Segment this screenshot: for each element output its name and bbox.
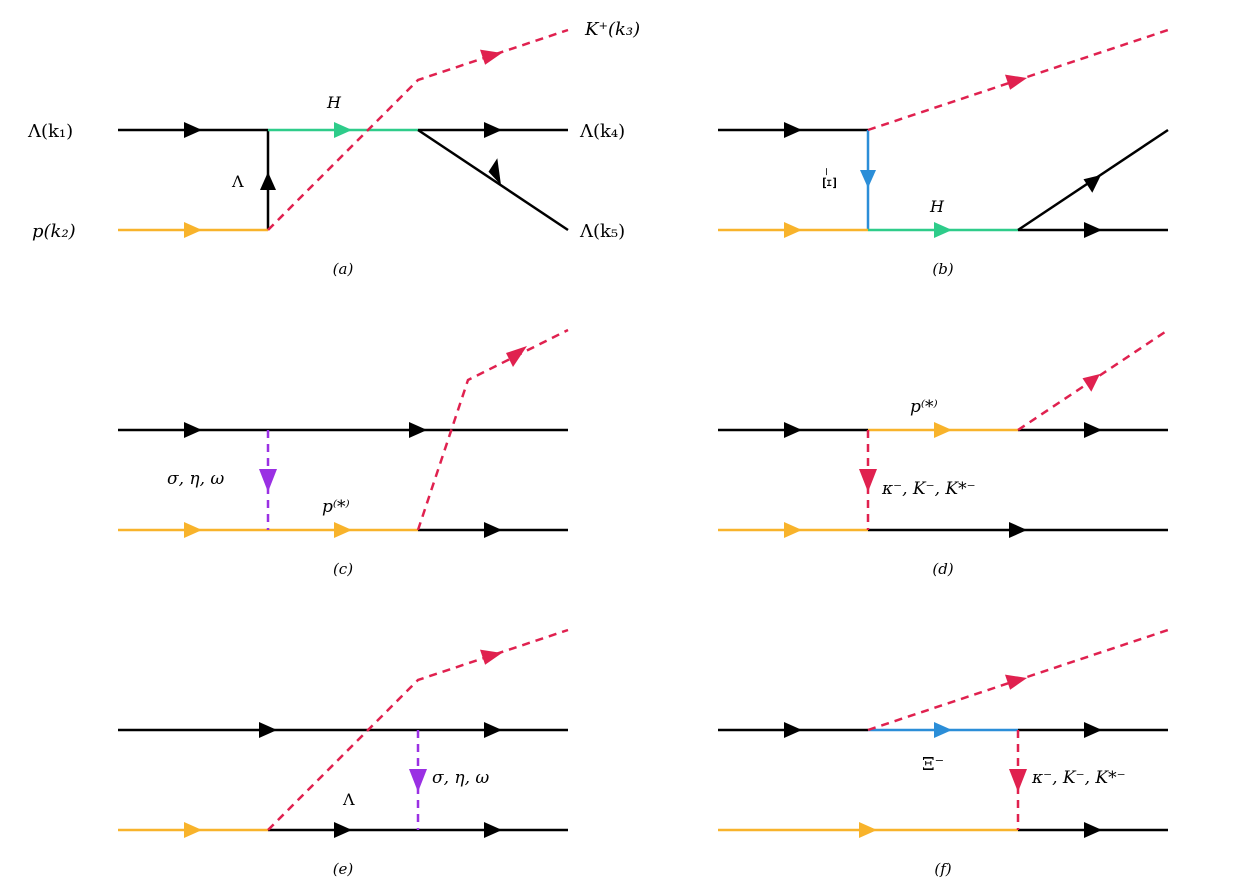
panel-tag: (f) bbox=[934, 860, 951, 878]
label-internal-h: H bbox=[326, 93, 342, 112]
panel-a: Λ(k₁) p(k₂) K⁺(k₃) Λ(k₄) Λ(k₅) H Λ (a) bbox=[27, 19, 640, 278]
kaon-line bbox=[416, 328, 569, 531]
arrow-icon bbox=[488, 158, 501, 185]
label-proton-in: p(k₂) bbox=[32, 221, 76, 242]
arrow-icon bbox=[259, 469, 277, 492]
arrow-icon bbox=[784, 522, 802, 538]
arrow-icon bbox=[1084, 422, 1102, 438]
arrow-icon bbox=[1084, 722, 1102, 738]
arrow-icon bbox=[784, 122, 802, 138]
arrow-icon bbox=[484, 722, 502, 738]
arrow-icon bbox=[334, 822, 352, 838]
arrow-icon bbox=[860, 170, 876, 188]
arrow-icon bbox=[184, 222, 202, 238]
panel-d: p⁽*⁾ κ⁻, K⁻, K*⁻ (d) bbox=[718, 328, 1169, 578]
arrow-icon bbox=[1084, 822, 1102, 838]
arrow-icon bbox=[184, 822, 202, 838]
label-exchange: σ, η, ω bbox=[432, 768, 489, 788]
kaon-line bbox=[267, 628, 569, 831]
panel-tag: (e) bbox=[333, 860, 354, 878]
label-internal: p⁽*⁾ bbox=[910, 397, 938, 417]
panel-e: σ, η, ω Λ (e) bbox=[118, 628, 569, 878]
label-internal: Ξ⁻ bbox=[922, 754, 944, 775]
arrow-icon bbox=[859, 822, 877, 838]
arrow-icon bbox=[784, 222, 802, 238]
arrow-icon bbox=[480, 49, 502, 65]
label-lambda-out-1: Λ(k₄) bbox=[579, 121, 625, 142]
arrow-icon bbox=[784, 722, 802, 738]
arrow-icon bbox=[1005, 74, 1027, 90]
panel-tag: (a) bbox=[333, 260, 354, 278]
arrow-icon bbox=[1084, 222, 1102, 238]
arrow-icon bbox=[260, 172, 276, 190]
lambda-out-line bbox=[417, 128, 569, 232]
arrow-icon bbox=[934, 722, 952, 738]
panel-f: Ξ⁻ κ⁻, K⁻, K*⁻ (f) bbox=[718, 628, 1169, 878]
label-internal: p⁽*⁾ bbox=[322, 497, 350, 517]
panel-tag: (d) bbox=[932, 560, 953, 578]
label-internal: Λ bbox=[342, 790, 355, 809]
label-exchange: κ⁻, K⁻, K*⁻ bbox=[1031, 768, 1126, 788]
arrow-icon bbox=[334, 122, 352, 138]
arrow-icon bbox=[1009, 769, 1027, 792]
arrow-icon bbox=[506, 346, 527, 367]
arrow-icon bbox=[1082, 374, 1100, 392]
label-exchange: Λ bbox=[231, 172, 244, 191]
label-lambda-out-2: Λ(k₅) bbox=[579, 221, 625, 242]
panel-b: Ξ⁻ H (b) bbox=[718, 28, 1169, 278]
arrow-icon bbox=[484, 822, 502, 838]
label-exchange: Ξ⁻ bbox=[820, 167, 841, 189]
arrow-icon bbox=[480, 649, 502, 665]
label-exchange: κ⁻, K⁻, K*⁻ bbox=[881, 479, 976, 499]
arrow-icon bbox=[184, 422, 202, 438]
arrow-icon bbox=[784, 422, 802, 438]
label-lambda-in: Λ(k₁) bbox=[27, 121, 73, 142]
arrow-icon bbox=[334, 522, 352, 538]
arrow-icon bbox=[484, 522, 502, 538]
arrow-icon bbox=[409, 422, 427, 438]
panel-c: σ, η, ω p⁽*⁾ (c) bbox=[118, 328, 569, 578]
arrow-icon bbox=[1083, 175, 1101, 193]
arrow-icon bbox=[259, 722, 277, 738]
arrow-icon bbox=[184, 522, 202, 538]
label-internal-h: H bbox=[929, 197, 945, 216]
arrow-icon bbox=[184, 122, 202, 138]
kaon-line bbox=[267, 28, 569, 231]
panel-tag: (c) bbox=[333, 560, 353, 578]
panel-tag: (b) bbox=[932, 260, 953, 278]
arrow-icon bbox=[484, 122, 502, 138]
arrow-icon bbox=[409, 769, 427, 792]
arrow-icon bbox=[859, 469, 877, 492]
label-exchange: σ, η, ω bbox=[167, 469, 224, 489]
arrow-icon bbox=[934, 422, 952, 438]
arrow-icon bbox=[1005, 674, 1027, 690]
label-kaon-out: K⁺(k₃) bbox=[584, 19, 640, 40]
arrow-icon bbox=[934, 222, 952, 238]
arrow-icon bbox=[1009, 522, 1027, 538]
